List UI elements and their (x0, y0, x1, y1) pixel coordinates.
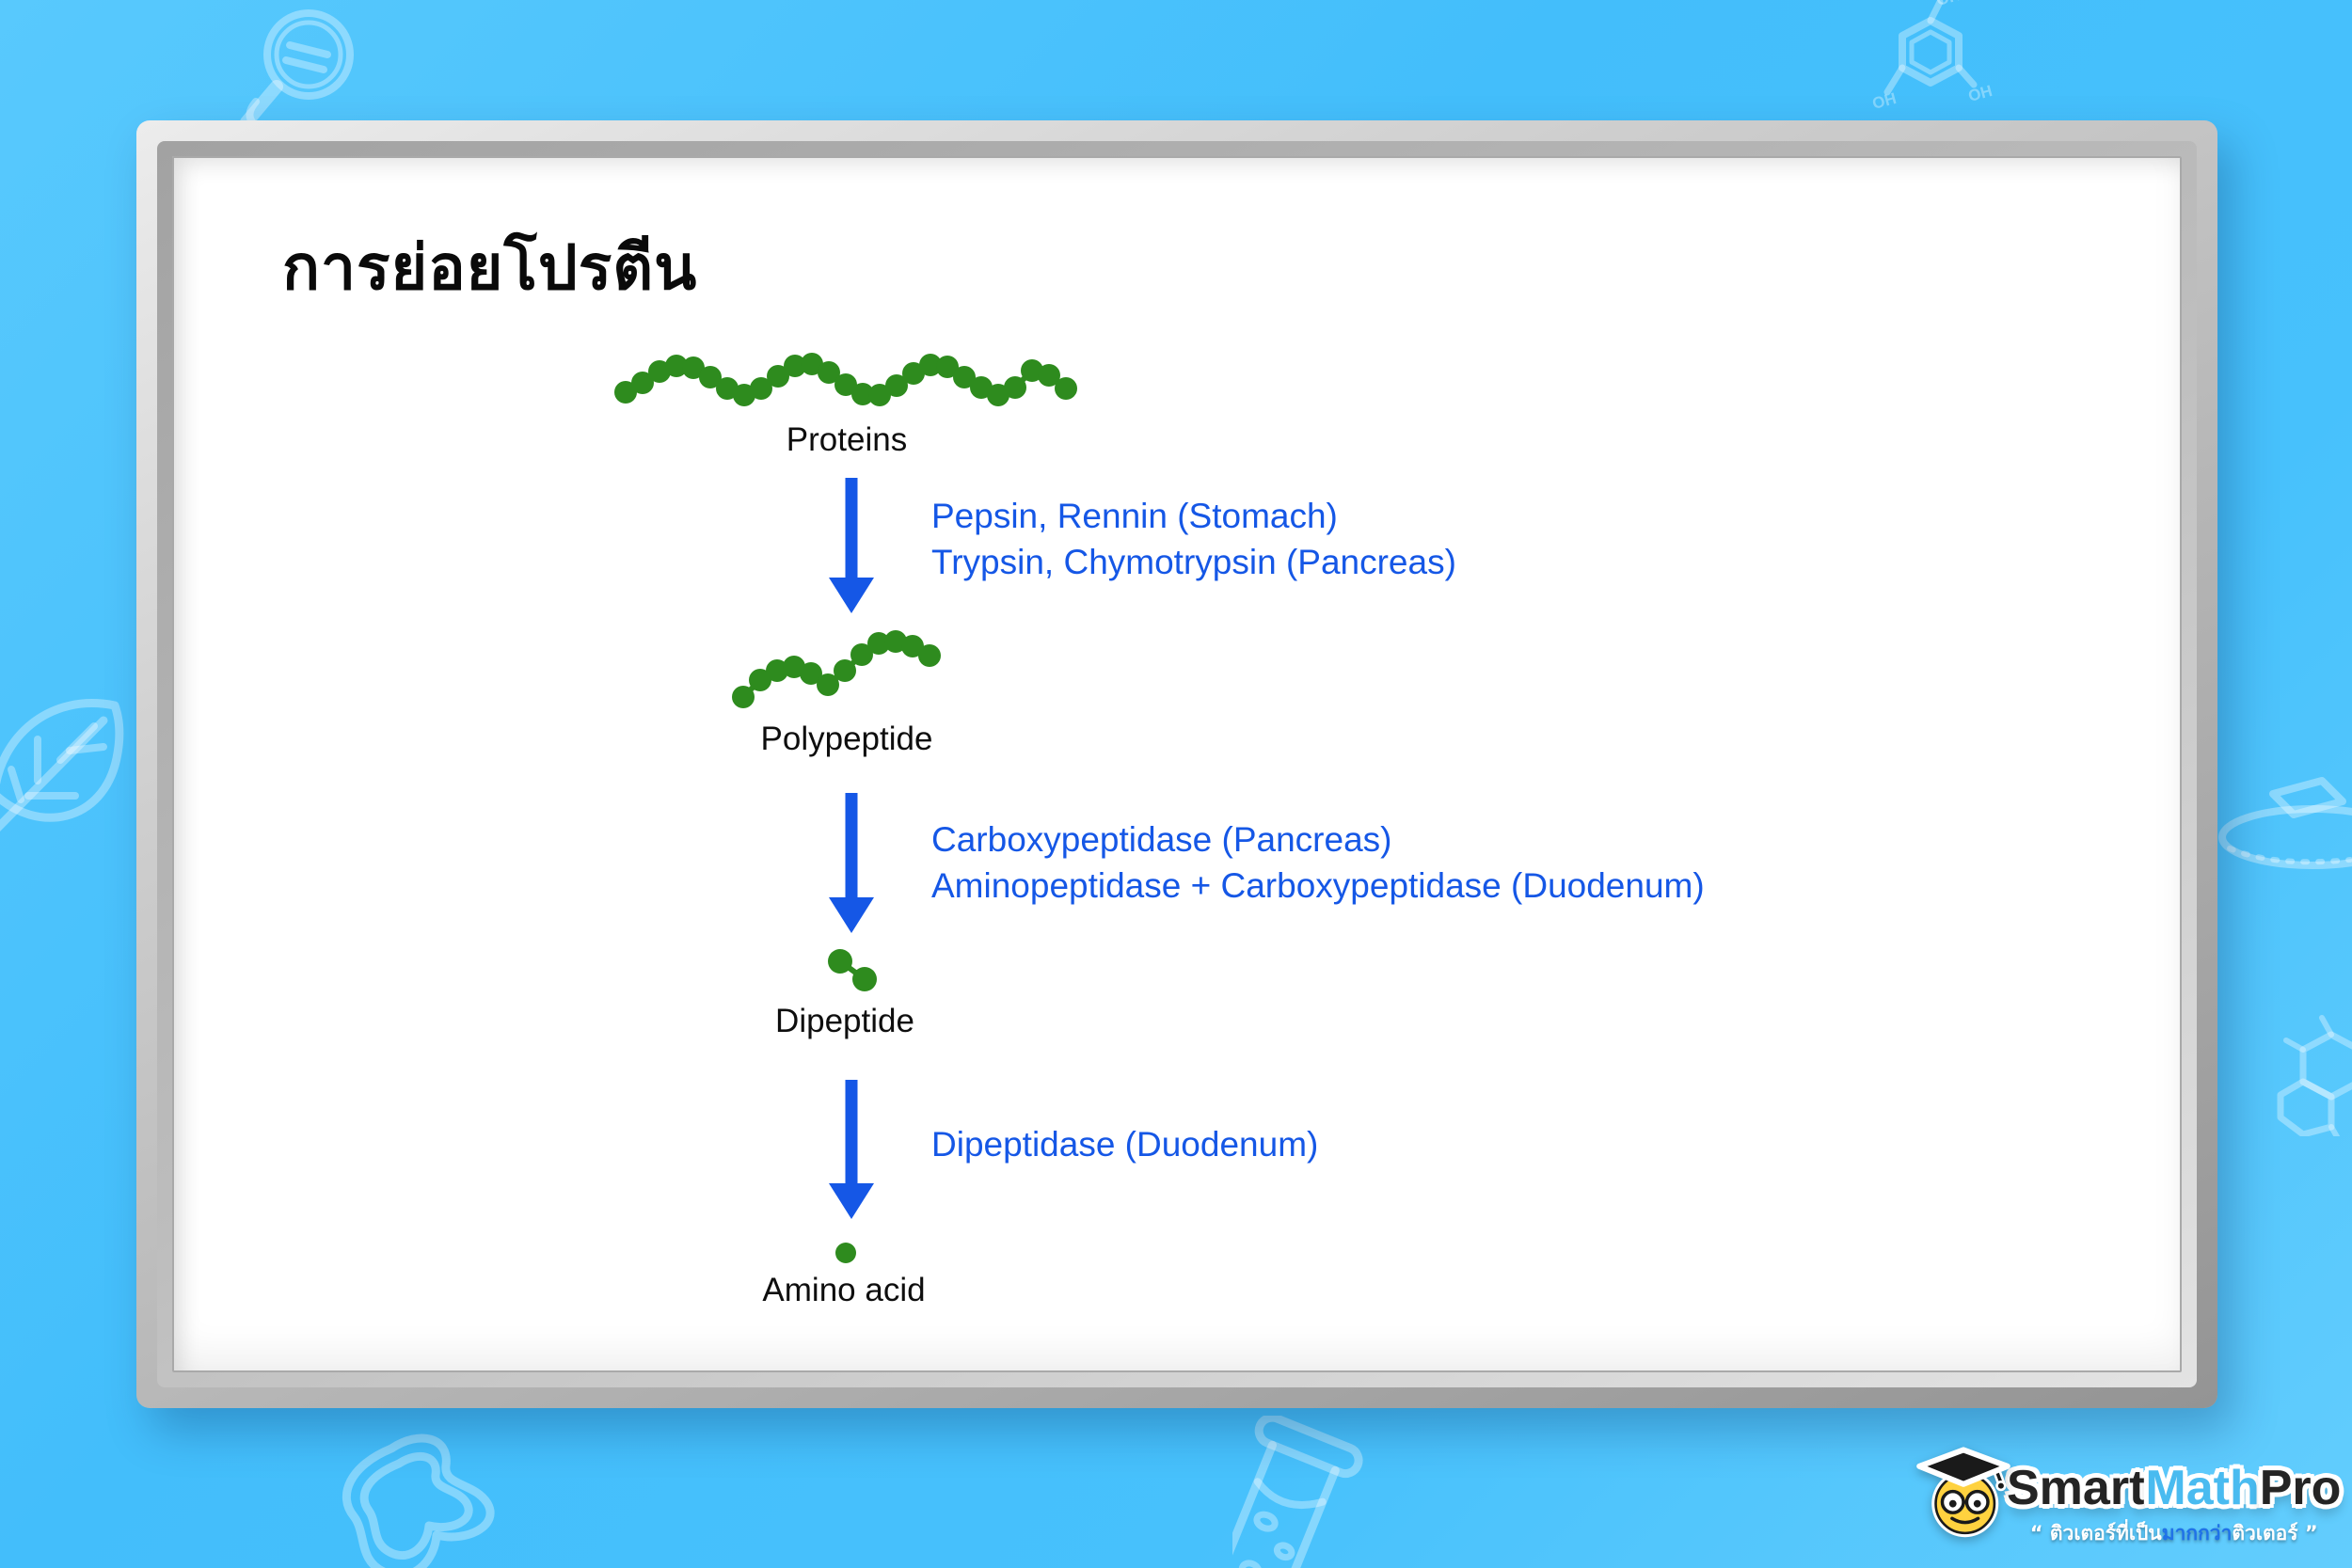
enzyme-line: Aminopeptidase + Carboxypeptidase (Duode… (931, 866, 1705, 905)
blob-icon (318, 1428, 534, 1568)
logo-math: Math (2145, 1461, 2260, 1515)
enzyme-line: Pepsin, Rennin (Stomach) (931, 497, 1338, 535)
enzyme-text-pancreas-duodenum: Carboxypeptidase (Pancreas) Aminopeptida… (931, 816, 1705, 909)
polypeptide-label: Polypeptide (760, 721, 933, 757)
whiteboard-frame (136, 120, 2217, 1408)
amino-acid-label: Amino acid (762, 1272, 926, 1308)
enzyme-line: Dipeptidase (Duodenum) (931, 1125, 1319, 1164)
dipeptide-label: Dipeptide (775, 1003, 914, 1039)
proteins-label: Proteins (786, 421, 908, 458)
smartmathpro-mascot-icon (1916, 1447, 2010, 1538)
logo-wordmark: SmartMathPro (2007, 1460, 2341, 1516)
test-tube-icon (1232, 1416, 1496, 1568)
whiteboard-surface (172, 156, 2182, 1372)
tagline-prefix: ติวเตอร์ที่เป็น (2042, 1522, 2162, 1544)
quote-close: ” (2304, 1522, 2318, 1544)
svg-text:OH: OH (1872, 89, 1899, 113)
smartmathpro-logo: SmartMathPro “ ติวเตอร์ที่เป็นมากกว่าติว… (1915, 1447, 2347, 1549)
logo-tagline: “ ติวเตอร์ที่เป็นมากกว่าติวเตอร์ ” (2007, 1518, 2341, 1549)
enzyme-text-duodenum: Dipeptidase (Duodenum) (931, 1121, 1318, 1167)
enzyme-line: Carboxypeptidase (Pancreas) (931, 820, 1392, 859)
hexagon-molecule-icon (2277, 1014, 2352, 1136)
logo-smart: Smart (2007, 1461, 2146, 1515)
tagline-suffix: ติวเตอร์ (2232, 1522, 2305, 1544)
enzyme-text-stomach-pancreas: Pepsin, Rennin (Stomach) Trypsin, Chymot… (931, 493, 1456, 585)
enzyme-line: Trypsin, Chymotrypsin (Pancreas) (931, 543, 1456, 581)
quote-open: “ (2029, 1522, 2043, 1544)
logo-pro: Pro (2259, 1461, 2342, 1515)
page-title: การย่อยโปรตีน (282, 231, 698, 304)
molecule-icon: OH OH OH (1872, 0, 2013, 121)
svg-text:OH: OH (1934, 0, 1963, 9)
magnifying-glass-icon (224, 0, 374, 161)
leaf-icon (0, 679, 138, 853)
petri-dish-icon (2218, 773, 2352, 881)
tagline-highlight: มากกว่า (2161, 1522, 2233, 1544)
